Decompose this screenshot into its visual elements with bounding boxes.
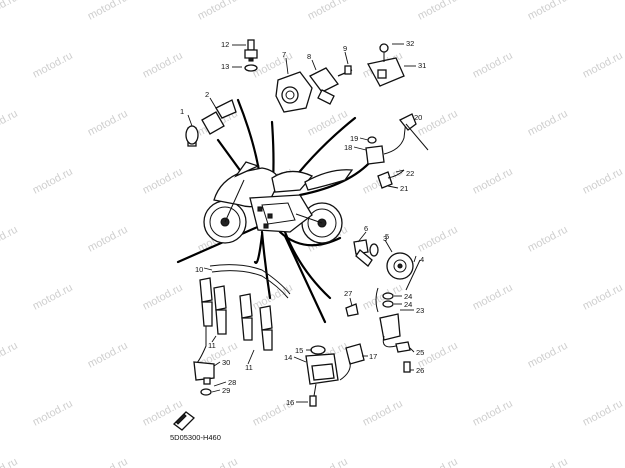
watermark-text: motod.ru [416, 108, 460, 139]
watermark-text: motod.ru [471, 398, 515, 429]
watermark-text: motod.ru [141, 282, 185, 313]
watermark-text: motod.ru [471, 50, 515, 81]
pickup-coil-group [353, 231, 421, 291]
callout-26: 26 [416, 366, 424, 375]
watermark-text: motod.ru [306, 456, 350, 468]
callout-14: 14 [284, 353, 292, 362]
watermark-text: motod.ru [86, 0, 130, 23]
sensor-31-32-group [367, 43, 416, 87]
callout-4: 4 [420, 255, 424, 264]
callout-32: 32 [406, 39, 414, 48]
callout-5: 5 [385, 232, 389, 241]
watermark-text: motod.ru [416, 0, 460, 23]
watermark-text: motod.ru [581, 398, 625, 429]
callout-20: 20 [414, 113, 422, 122]
watermark-text: motod.ru [31, 282, 75, 313]
watermark-text: motod.ru [526, 340, 570, 371]
watermark-text: motod.ru [416, 224, 460, 255]
watermark-text: motod.ru [471, 282, 515, 313]
sensor-7-8-9-group [275, 51, 353, 113]
callout-17: 17 [369, 352, 377, 361]
motorcycle-illustration [203, 161, 354, 244]
callout-21: 21 [400, 184, 408, 193]
watermark-text: motod.ru [141, 166, 185, 197]
sensor-1-2-group [185, 97, 237, 147]
watermark-text: motod.ru [526, 224, 570, 255]
watermark-text: motod.ru [0, 340, 20, 371]
callout-30: 30 [222, 358, 230, 367]
watermark-text: motod.ru [31, 166, 75, 197]
front-arrow-icon [173, 411, 195, 431]
watermark-text: motod.ru [31, 398, 75, 429]
callout-11a: 11 [208, 341, 216, 350]
callout-3: 3 [383, 234, 387, 243]
watermark-text: motod.ru [0, 456, 20, 468]
callout-22: 22 [406, 169, 414, 178]
watermark-text: motod.ru [361, 398, 405, 429]
watermark-text: motod.ru [0, 0, 20, 23]
fuel-tank [271, 170, 314, 193]
watermark-text: motod.ru [526, 456, 570, 468]
callout-28: 28 [228, 378, 236, 387]
callout-2: 2 [205, 90, 209, 99]
callout-13: 13 [221, 62, 229, 71]
sensor-18-22-group [353, 113, 429, 189]
callout-6: 6 [364, 224, 368, 233]
callout-9: 9 [343, 44, 347, 53]
callout-1: 1 [180, 107, 184, 116]
watermark-text: motod.ru [196, 456, 240, 468]
watermark-text: motod.ru [581, 282, 625, 313]
callout-29: 29 [222, 386, 230, 395]
watermark-text: motod.ru [306, 0, 350, 23]
watermark-text: motod.ru [251, 282, 295, 313]
watermark-text: motod.ru [31, 50, 75, 81]
ignition-coils-group [193, 264, 291, 396]
callout-25: 25 [416, 348, 424, 357]
callout-11b: 11 [245, 363, 253, 372]
watermark-text: motod.ru [581, 50, 625, 81]
callout-16: 16 [286, 398, 294, 407]
callout-12: 12 [221, 40, 229, 49]
starter-relay-group [293, 343, 368, 407]
watermark-text: motod.ru [141, 50, 185, 81]
watermark-text: motod.ru [526, 108, 570, 139]
watermark-text: motod.ru [471, 166, 515, 197]
watermark-text: motod.ru [86, 456, 130, 468]
watermark-text: motod.ru [0, 224, 20, 255]
watermark-text: motod.ru [196, 0, 240, 23]
watermark-text: motod.ru [306, 108, 350, 139]
guide-lines [176, 98, 374, 324]
callout-19: 19 [350, 134, 358, 143]
callout-31: 31 [418, 61, 426, 70]
callout-labels: 1 2 3 4 5 6 7 8 9 10 11 11 12 13 14 15 1… [180, 39, 426, 407]
watermark-text: motod.ru [86, 340, 130, 371]
diagram-code: 5D05300-H460 [170, 433, 221, 442]
callout-15: 15 [295, 346, 303, 355]
watermark-text: motod.ru [416, 456, 460, 468]
seat-tail [304, 169, 354, 191]
callout-24a: 24 [404, 292, 412, 301]
watermark-text: motod.ru [581, 166, 625, 197]
callout-18: 18 [344, 143, 352, 152]
sensor-12-13-group [232, 39, 258, 72]
callout-23: 23 [416, 306, 424, 315]
callout-8: 8 [307, 52, 311, 61]
callout-27: 27 [344, 289, 352, 298]
callout-10: 10 [195, 265, 203, 274]
watermark-text: motod.ru [86, 224, 130, 255]
watermark-text: motod.ru [86, 108, 130, 139]
watermark-text: motod.ru [0, 108, 20, 139]
callout-24b: 24 [404, 300, 412, 309]
callout-7: 7 [282, 50, 286, 59]
watermark-text: motod.ru [526, 0, 570, 23]
sensor-23-27-group [345, 287, 415, 373]
